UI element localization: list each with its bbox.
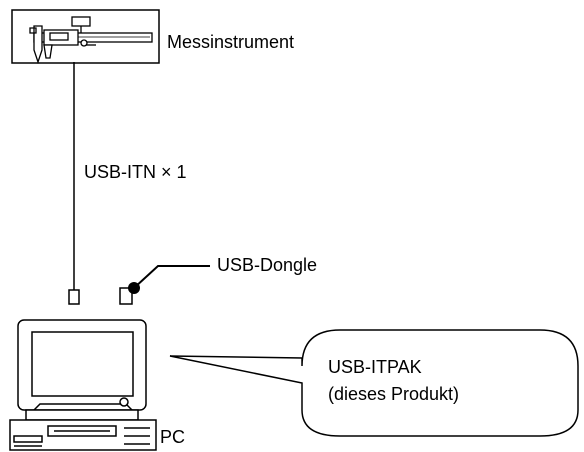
product-callout-bubble <box>169 329 579 437</box>
instrument-box <box>11 9 160 64</box>
desktop-pc-icon <box>9 319 157 451</box>
usb-dongle-icon <box>119 265 210 305</box>
pc-label: PC <box>160 427 186 447</box>
caliper-icon <box>29 16 153 65</box>
instrument-label: Messinstrument <box>167 32 295 52</box>
usb-plug-icon <box>68 289 80 305</box>
cable-label: USB-ITN × 1 <box>84 162 187 182</box>
product-name-label: USB-ITPAK <box>328 357 422 377</box>
dongle-label: USB-Dongle <box>217 255 318 275</box>
product-description-label: (dieses Produkt) <box>328 384 460 404</box>
